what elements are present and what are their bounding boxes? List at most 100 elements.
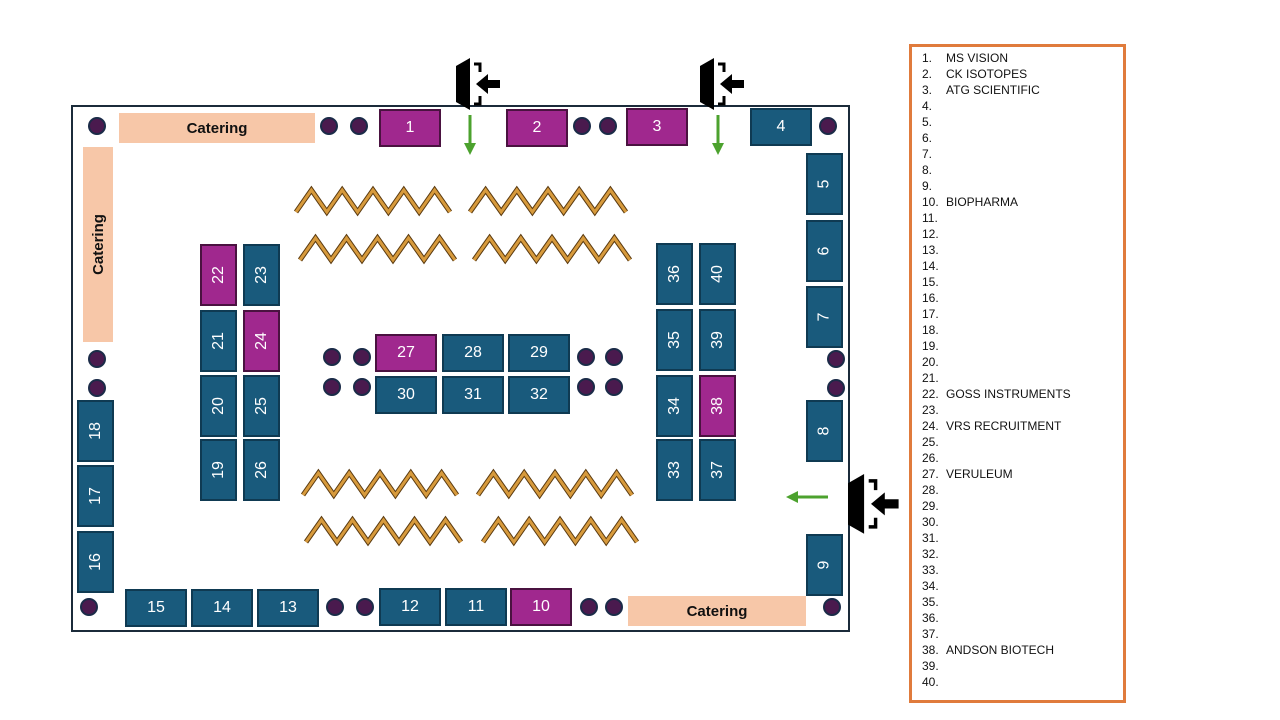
- legend-item: 2.CK ISOTOPES: [922, 67, 1027, 81]
- booth-12[interactable]: 12: [379, 588, 441, 626]
- entry-arrow-icon: [786, 491, 798, 503]
- booth-27[interactable]: 27: [375, 334, 437, 372]
- booth-30[interactable]: 30: [375, 376, 437, 414]
- booth-18[interactable]: 18: [77, 400, 114, 462]
- booth-19[interactable]: 19: [200, 439, 237, 501]
- booth-38[interactable]: 38: [699, 375, 736, 437]
- legend-item: 33.: [922, 563, 946, 577]
- booth-number: 39: [708, 331, 726, 349]
- booth-number: 38: [708, 397, 726, 415]
- booth-number: 13: [279, 599, 297, 616]
- booth-number: 32: [530, 386, 548, 403]
- booth-number: 31: [464, 386, 482, 403]
- booth-5[interactable]: 5: [806, 153, 843, 215]
- pillar-icon: [326, 598, 344, 616]
- legend-number: 9.: [922, 179, 933, 193]
- legend-item: 10.BIOPHARMA: [922, 195, 1018, 209]
- legend-number: 12.: [922, 227, 939, 241]
- booth-10[interactable]: 10: [510, 588, 572, 626]
- booth-24[interactable]: 24: [243, 310, 280, 372]
- legend-exhibitor-name: VERULEUM: [946, 467, 1013, 481]
- booth-23[interactable]: 23: [243, 244, 280, 306]
- legend-number: 20.: [922, 355, 939, 369]
- booth-number: 15: [147, 599, 165, 616]
- booth-4[interactable]: 4: [750, 108, 812, 146]
- booth-40[interactable]: 40: [699, 243, 736, 305]
- legend-item: 23.: [922, 403, 946, 417]
- pillar-icon: [827, 379, 845, 397]
- legend-number: 37.: [922, 627, 939, 641]
- booth-9[interactable]: 9: [806, 534, 843, 596]
- booth-number: 30: [397, 386, 415, 403]
- booth-3[interactable]: 3: [626, 108, 688, 146]
- legend-number: 18.: [922, 323, 939, 337]
- legend-number: 35.: [922, 595, 939, 609]
- booth-15[interactable]: 15: [125, 589, 187, 627]
- booth-number: 12: [401, 598, 419, 615]
- legend-number: 7.: [922, 147, 933, 161]
- legend-exhibitor-name: GOSS INSTRUMENTS: [946, 387, 1071, 401]
- pillar-icon: [580, 598, 598, 616]
- booth-26[interactable]: 26: [243, 439, 280, 501]
- legend-item: 29.: [922, 499, 946, 513]
- booth-6[interactable]: 6: [806, 220, 843, 282]
- pillar-icon: [599, 117, 617, 135]
- booth-number: 11: [467, 598, 485, 615]
- booth-14[interactable]: 14: [191, 589, 253, 627]
- booth-31[interactable]: 31: [442, 376, 504, 414]
- booth-37[interactable]: 37: [699, 439, 736, 501]
- legend-number: 19.: [922, 339, 939, 353]
- booth-34[interactable]: 34: [656, 375, 693, 437]
- legend-item: 31.: [922, 531, 946, 545]
- booth-2[interactable]: 2: [506, 109, 568, 147]
- legend-item: 32.: [922, 547, 946, 561]
- booth-32[interactable]: 32: [508, 376, 570, 414]
- booth-1[interactable]: 1: [379, 109, 441, 147]
- seating-row-icon: [481, 517, 639, 545]
- booth-17[interactable]: 17: [77, 465, 114, 527]
- legend-item: 14.: [922, 259, 946, 273]
- booth-number: 20: [209, 397, 227, 415]
- pillar-icon: [88, 350, 106, 368]
- booth-28[interactable]: 28: [442, 334, 504, 372]
- catering-label: Catering: [186, 119, 248, 137]
- pillar-icon: [605, 378, 623, 396]
- seating-row-icon: [304, 517, 463, 545]
- booth-35[interactable]: 35: [656, 309, 693, 371]
- legend-item: 39.: [922, 659, 946, 673]
- seating-row-icon: [301, 470, 459, 498]
- legend-number: 3.: [922, 83, 933, 97]
- booth-22[interactable]: 22: [200, 244, 237, 306]
- booth-36[interactable]: 36: [656, 243, 693, 305]
- booth-21[interactable]: 21: [200, 310, 237, 372]
- booth-29[interactable]: 29: [508, 334, 570, 372]
- pillar-icon: [573, 117, 591, 135]
- booth-7[interactable]: 7: [806, 286, 843, 348]
- booth-13[interactable]: 13: [257, 589, 319, 627]
- booth-number: 6: [815, 246, 833, 256]
- booth-20[interactable]: 20: [200, 375, 237, 437]
- booth-33[interactable]: 33: [656, 439, 693, 501]
- legend-item: 15.: [922, 275, 946, 289]
- legend-number: 29.: [922, 499, 939, 513]
- legend-number: 15.: [922, 275, 939, 289]
- entrance-door-icon: [456, 58, 500, 110]
- booth-39[interactable]: 39: [699, 309, 736, 371]
- seating-row-icon: [468, 187, 628, 215]
- pillar-icon: [320, 117, 338, 135]
- legend-number: 34.: [922, 579, 939, 593]
- pillar-icon: [88, 117, 106, 135]
- pillar-icon: [88, 379, 106, 397]
- catering-area-top: Catering: [119, 113, 315, 143]
- legend-number: 36.: [922, 611, 939, 625]
- booth-11[interactable]: 11: [445, 588, 507, 626]
- legend-number: 14.: [922, 259, 939, 273]
- seating-row-icon: [476, 470, 634, 498]
- booth-number: 14: [213, 599, 231, 616]
- legend-number: 32.: [922, 547, 939, 561]
- booth-16[interactable]: 16: [77, 531, 114, 593]
- booth-25[interactable]: 25: [243, 375, 280, 437]
- booth-8[interactable]: 8: [806, 400, 843, 462]
- legend-item: 4.: [922, 99, 946, 113]
